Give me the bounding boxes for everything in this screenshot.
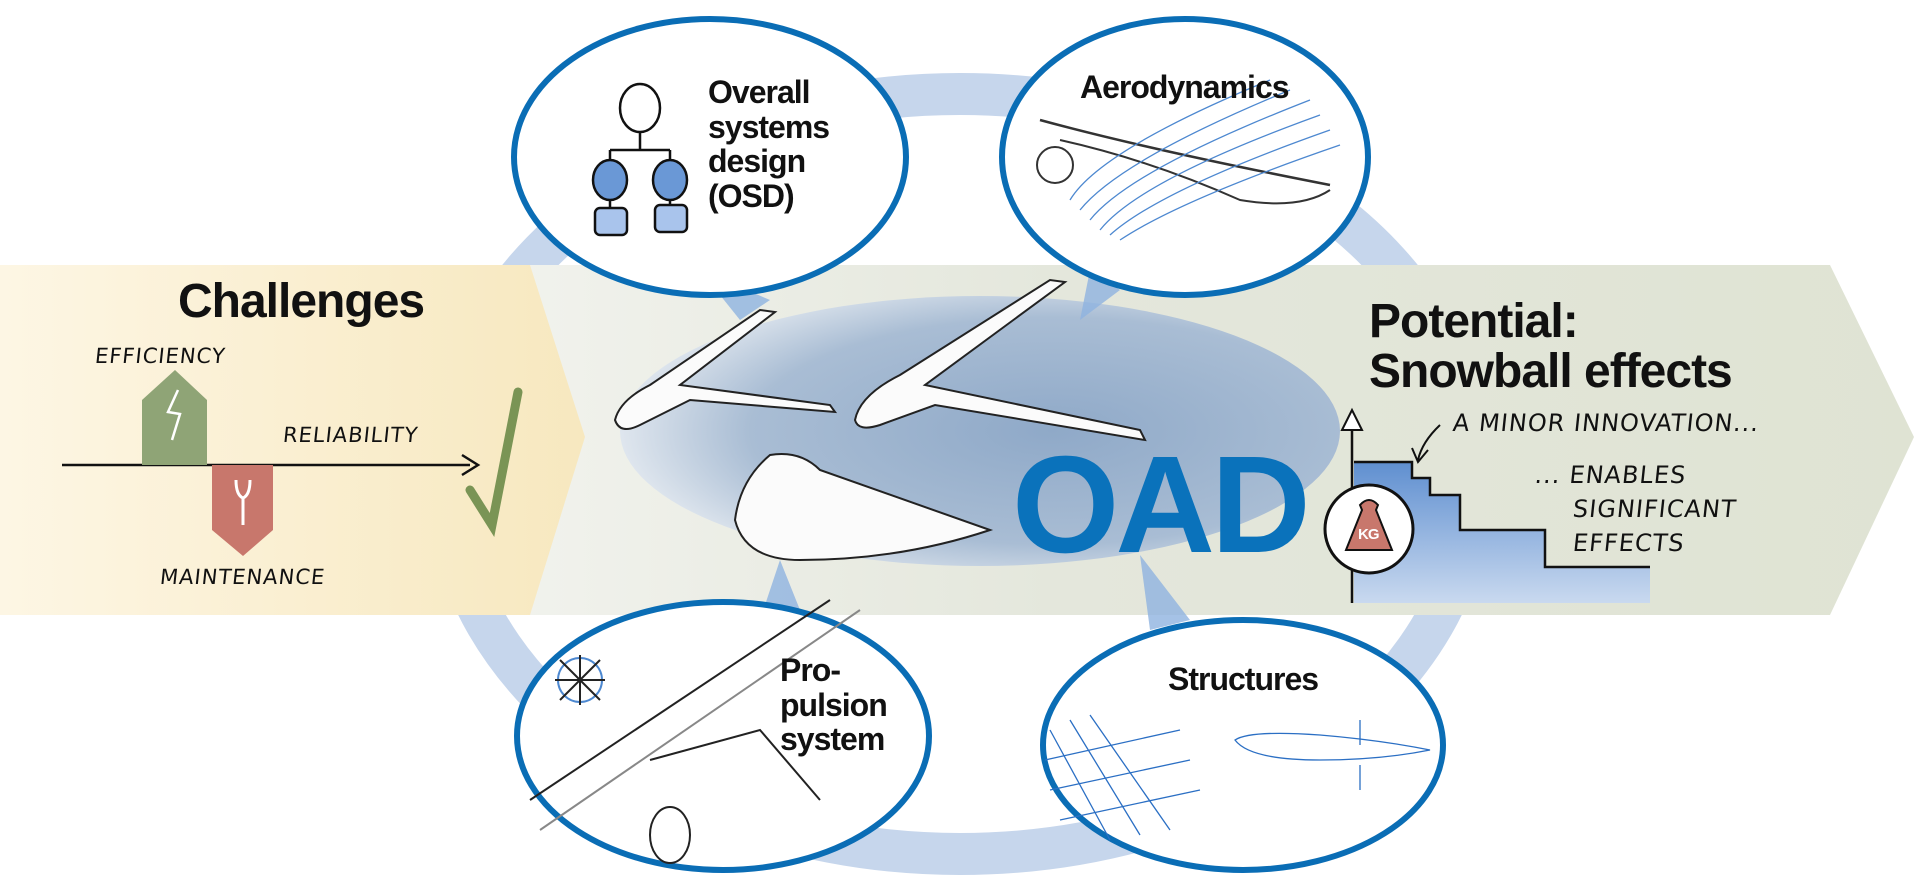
structures-sketch-icon — [1044, 714, 1431, 841]
efficiency-label: EFFICIENCY — [93, 344, 227, 368]
challenges-panel — [0, 265, 585, 615]
osd-label-line: systems — [708, 108, 830, 145]
osd-label-line: design — [708, 143, 806, 180]
propulsion-label-line: system — [780, 721, 885, 758]
lightning-icon — [166, 389, 182, 441]
osd-label-line: (OSD) — [708, 177, 795, 214]
potential-title-line2: Snowball effects — [1369, 345, 1733, 398]
connector-aero — [1080, 270, 1120, 320]
weight-icon — [1344, 499, 1394, 551]
structures-label: Structures — [1168, 661, 1319, 697]
effects-note: EFFECTS — [1571, 529, 1687, 557]
osd-label-line: Overall — [708, 74, 811, 110]
connector-struct — [1140, 555, 1190, 630]
blended-wing-aircraft — [733, 453, 994, 562]
oad-title: OAD — [1012, 428, 1311, 582]
propulsion-label-line: pulsion — [780, 686, 888, 723]
efficiency-arrow — [142, 370, 207, 465]
potential-title-line1: Potential: — [1369, 295, 1579, 348]
airliner-aircraft — [853, 278, 1147, 442]
maintenance-label: MAINTENANCE — [158, 565, 327, 589]
enables-note: ... ENABLES — [1533, 461, 1688, 489]
checkmark-icon — [465, 387, 523, 538]
turboprop-aircraft — [613, 308, 838, 430]
osd-label: Overall systems design (OSD) — [708, 74, 830, 214]
axis-up-arrow-icon — [1340, 407, 1364, 431]
structures-bubble — [1040, 617, 1446, 873]
pointer-arrow-icon — [1411, 424, 1441, 464]
propulsion-label-line: Pro- — [780, 652, 841, 688]
wrench-icon — [234, 479, 252, 525]
airflow-lines-icon — [1036, 79, 1341, 241]
propulsion-label: Pro- pulsion system — [780, 652, 888, 758]
hierarchy-icon — [591, 82, 689, 237]
aerodynamics-label: Aerodynamics — [1080, 69, 1290, 105]
propulsion-bubble — [514, 599, 932, 873]
minor-innovation-note: A MINOR INNOVATION... — [1451, 409, 1761, 437]
propulsion-sketch-icon — [529, 599, 861, 864]
weight-label: KG — [1358, 526, 1379, 543]
axis-arrow-icon — [461, 453, 481, 477]
challenges-title: Challenges — [178, 275, 425, 328]
aero-bubble — [999, 16, 1371, 298]
reliability-label: RELIABILITY — [281, 423, 420, 447]
significant-note: SIGNIFICANT — [1571, 495, 1739, 523]
aircraft-illustrations — [613, 278, 1147, 562]
